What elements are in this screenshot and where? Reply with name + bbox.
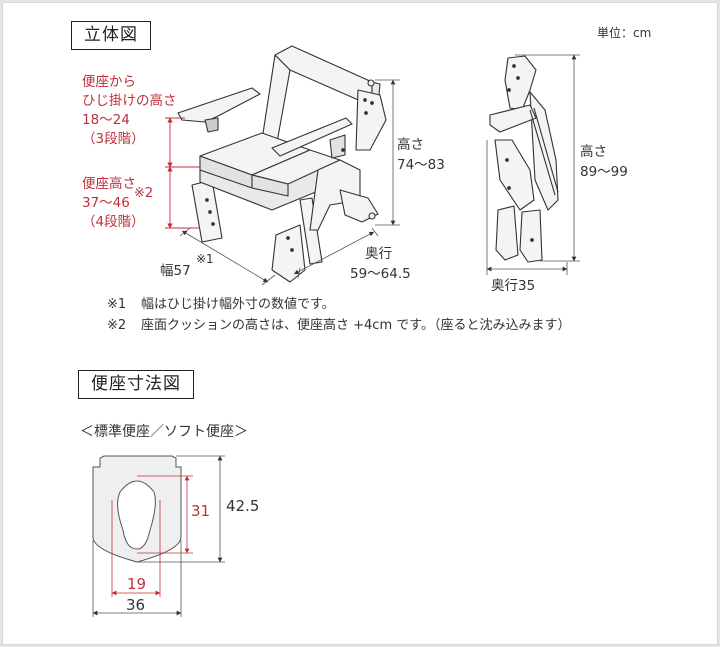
seat-red-dimensions xyxy=(111,475,193,597)
total-width-value: 36 xyxy=(126,596,146,614)
seat-height-note-mark: ※2 xyxy=(134,186,154,201)
folded-height-label: 高さ 89〜99 xyxy=(580,144,628,180)
armrest-height-label: 便座から ひじ掛けの高さ 18〜24 （3段階） xyxy=(82,74,177,147)
seat-type-subtitle: ＜標準便座／ソフト便座＞ xyxy=(80,424,248,440)
toilet-seat-hole xyxy=(117,480,156,550)
chair-depth-label: 奥行 59〜64.5 xyxy=(350,246,411,282)
hole-width-value: 19 xyxy=(127,575,147,593)
chair-width-note-mark: ※1 xyxy=(196,252,214,266)
folded-chair-illustration xyxy=(489,55,559,263)
hole-height-value: 31 xyxy=(191,502,211,520)
chair-height-label: 高さ 74〜83 xyxy=(397,137,445,173)
seat-height-label: 便座高さ 37〜46 （4段階） xyxy=(82,176,145,230)
red-dimension-lines xyxy=(165,117,200,229)
seat-black-dimensions xyxy=(92,455,225,617)
chair-width-label: 幅57 xyxy=(160,263,191,279)
section-title-seat-dims: 便座寸法図 xyxy=(78,370,194,399)
folded-dimension-lines xyxy=(486,54,580,275)
section-title-3d: 立体図 xyxy=(71,21,151,50)
folded-depth-label: 奥行35 xyxy=(491,278,536,294)
black-dimension-lines xyxy=(179,79,400,286)
unit-label: 単位：cm xyxy=(597,26,652,40)
total-height-value: 42.5 xyxy=(226,497,260,515)
